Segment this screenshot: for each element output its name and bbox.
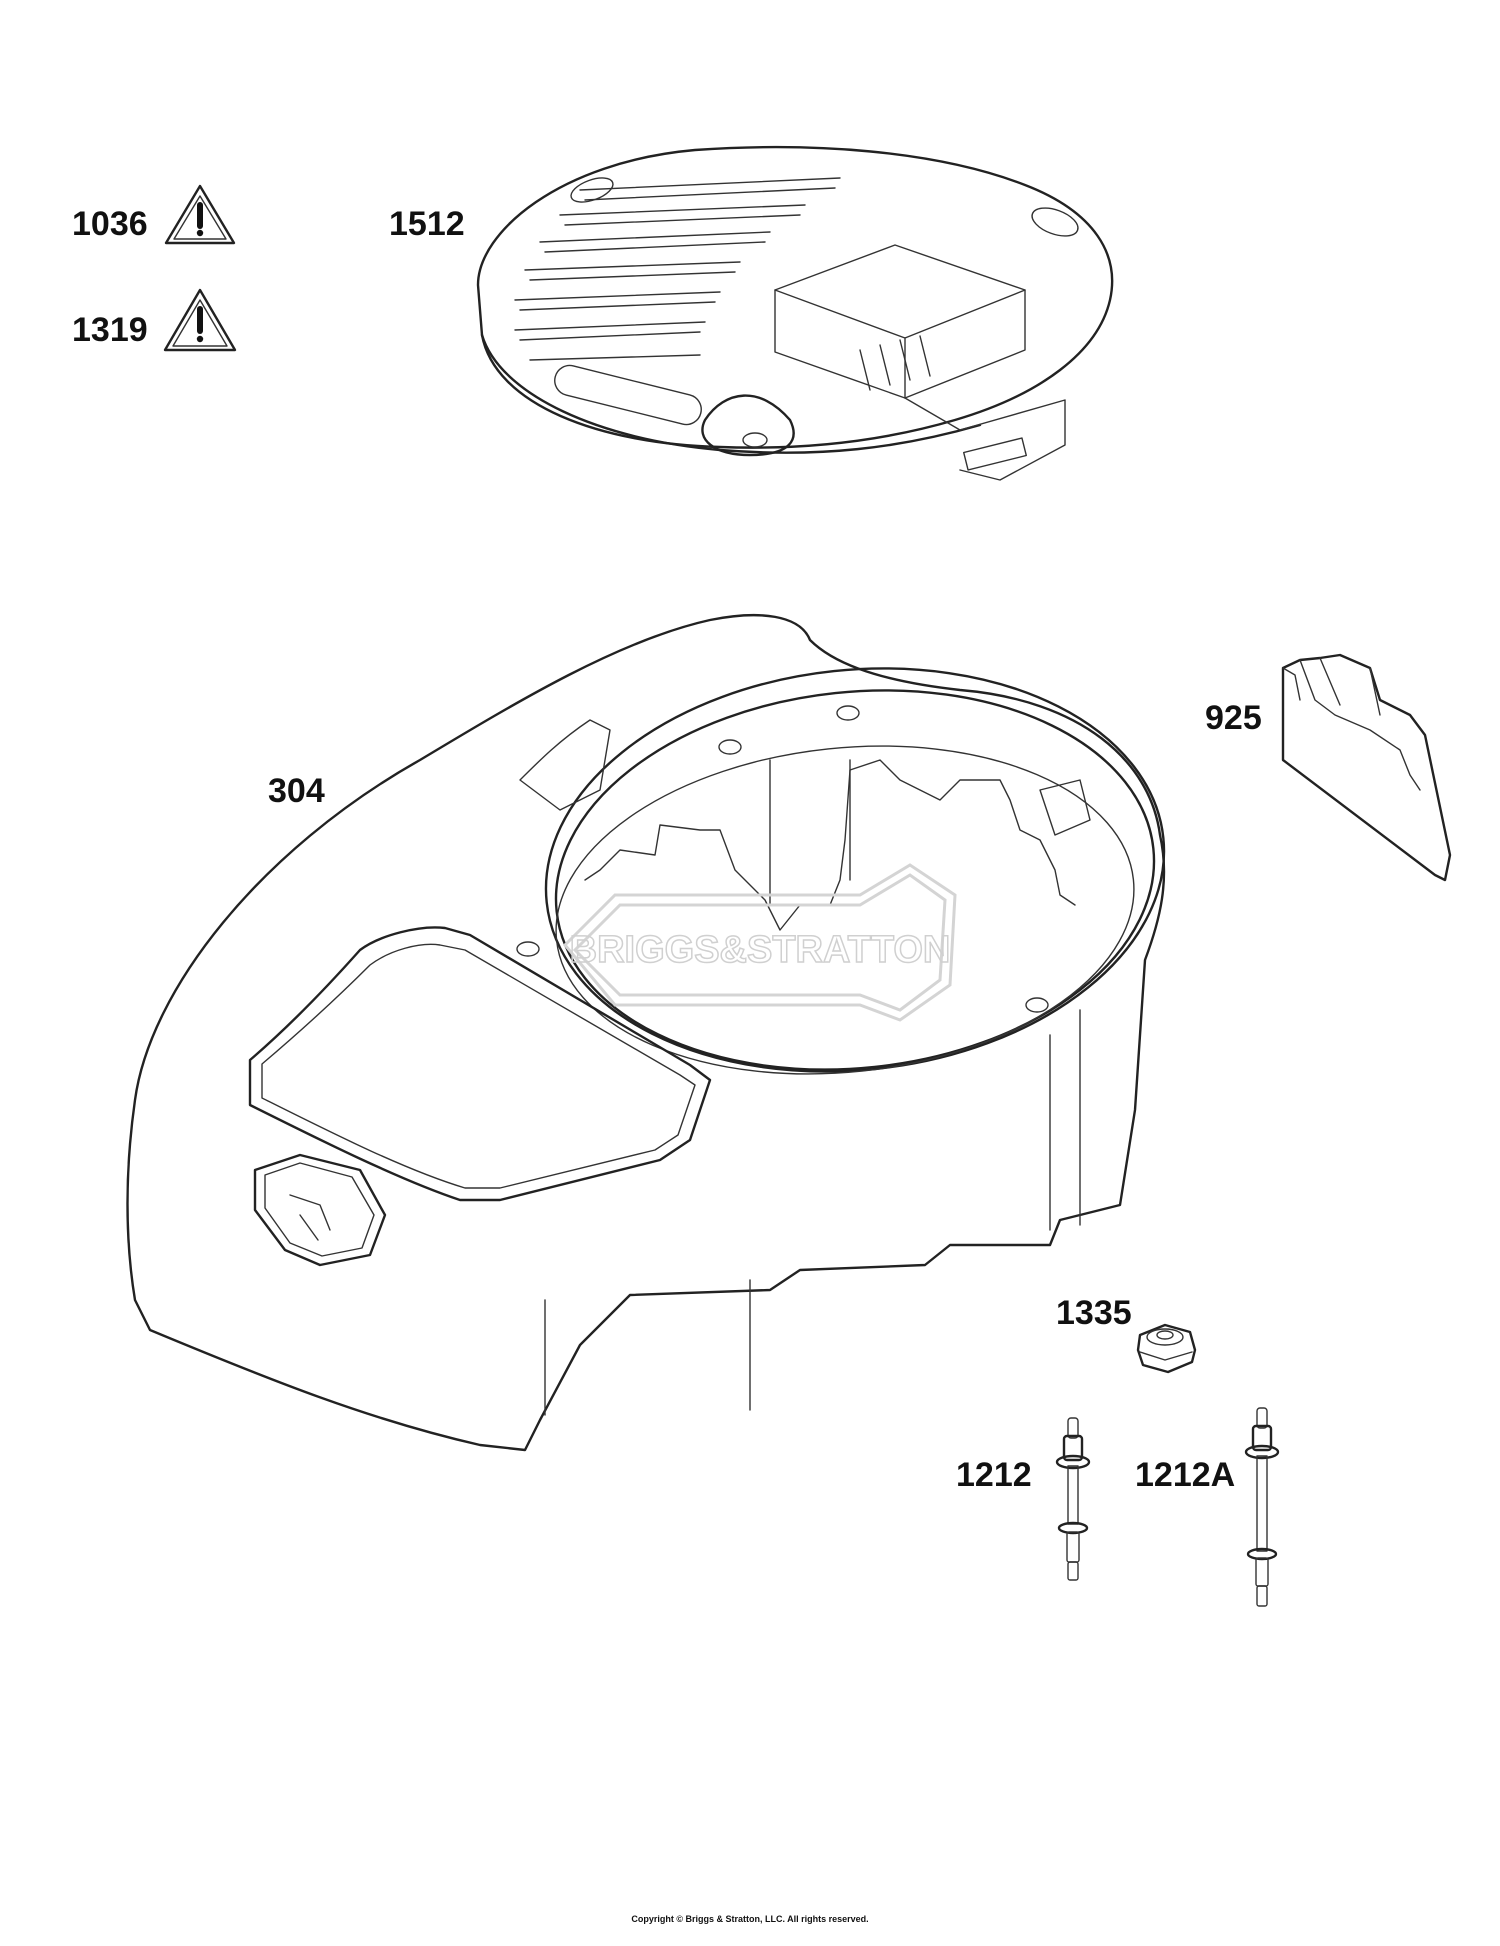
callout-1212: 1212 <box>956 1456 1032 1494</box>
watermark-text: BRIGGS&STRATTON <box>570 929 951 971</box>
callout-925: 925 <box>1205 699 1262 737</box>
shield-925-drawing <box>1281 653 1452 882</box>
watermark-logo: BRIGGS&STRATTON <box>562 863 957 1022</box>
callout-1036: 1036 <box>72 205 148 243</box>
nut-1335-drawing <box>1136 1323 1197 1374</box>
copyright-notice: Copyright © Briggs & Stratton, LLC. All … <box>631 1914 869 1924</box>
warning-icon <box>163 288 237 352</box>
cover-1512-drawing <box>476 145 1114 481</box>
callout-1335: 1335 <box>1056 1294 1132 1332</box>
warning-icon <box>164 184 236 245</box>
callout-1512: 1512 <box>389 205 465 243</box>
blower-housing-304-drawing: BRIGGS&STRATTON <box>126 614 1166 1452</box>
stud-1212a-drawing <box>1244 1407 1280 1607</box>
callout-1319: 1319 <box>72 311 148 349</box>
callout-1212a: 1212A <box>1135 1456 1236 1494</box>
callout-304: 304 <box>268 772 325 810</box>
stud-1212-drawing <box>1055 1417 1091 1581</box>
